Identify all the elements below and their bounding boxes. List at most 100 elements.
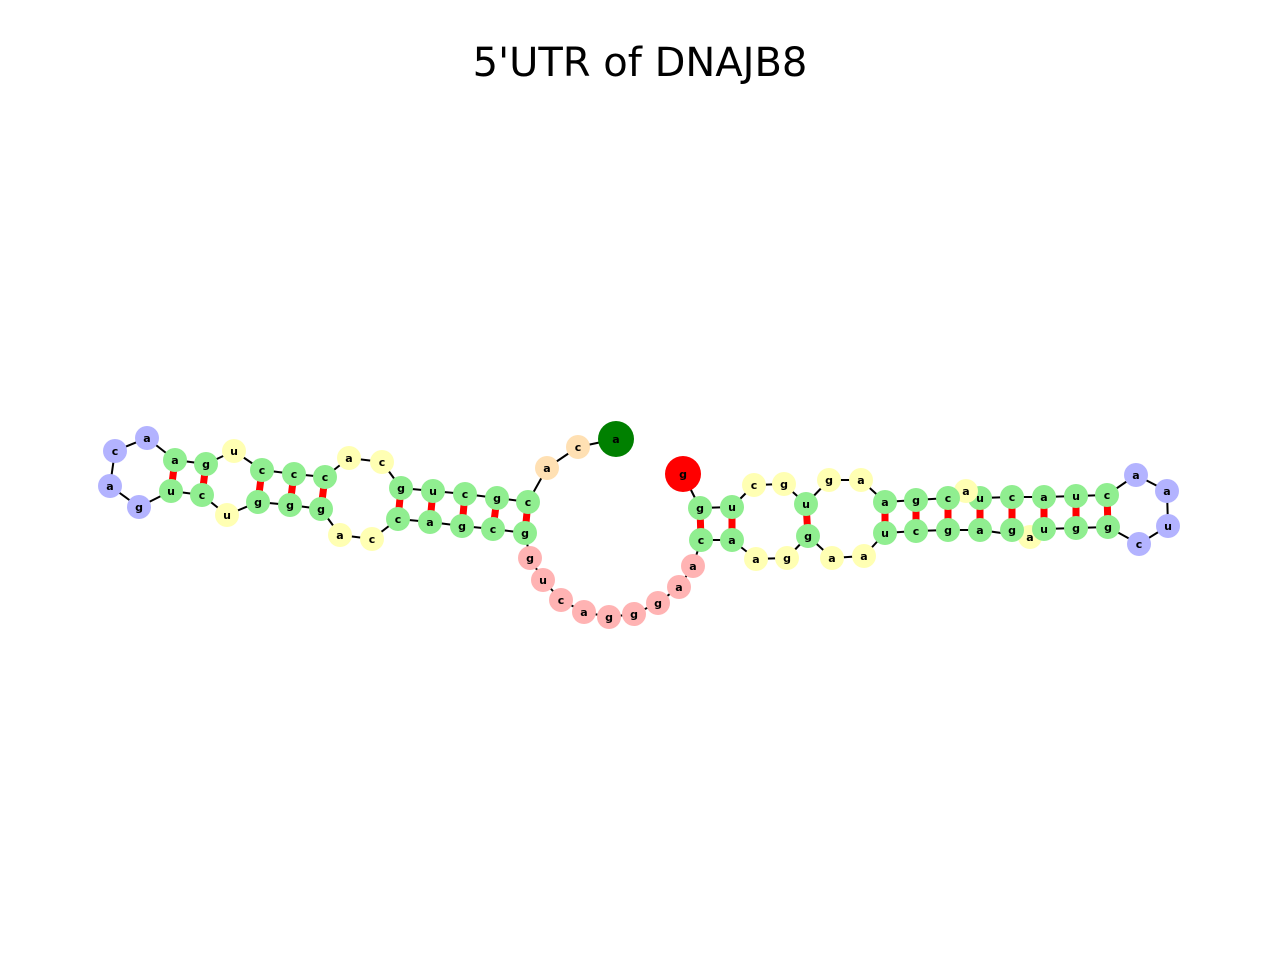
nucleotide-stem: c: [190, 483, 214, 507]
nucleotide-interior-loop: a: [849, 468, 873, 492]
nucleotide-label: g: [1008, 524, 1016, 537]
nucleotide-label: c: [1136, 538, 1143, 551]
nucleotide-stem: g: [904, 488, 928, 512]
nucleotide-label: g: [397, 482, 405, 495]
nucleotide-circle: [103, 439, 127, 463]
nucleotide-stem: c: [481, 517, 505, 541]
nucleotide-circle: [597, 605, 621, 629]
nucleotide-stem: g: [936, 518, 960, 542]
nucleotide-external-loop: g: [622, 602, 646, 626]
nucleotide-label: g: [605, 611, 613, 624]
nucleotide-interior-loop: a: [337, 446, 361, 470]
nucleotide-stem: u: [873, 521, 897, 545]
nucleotide-stem: g: [278, 493, 302, 517]
nucleotide-label: c: [259, 464, 266, 477]
nucleotide-circle: [720, 495, 744, 519]
nucleotide-circle: [598, 421, 634, 457]
nucleotide-label: c: [379, 456, 386, 469]
nucleotide-circle: [720, 528, 744, 552]
nucleotide-interior-loop: u: [222, 439, 246, 463]
nucleotide-interior-loop: c: [360, 527, 384, 551]
nucleotide-label: g: [804, 530, 812, 543]
nucleotide-circle: [389, 476, 413, 500]
nucleotide-label: a: [881, 496, 888, 509]
nucleotide-circle: [1155, 479, 1179, 503]
nucleotide-label: a: [336, 529, 343, 542]
nucleotide-label: c: [913, 525, 920, 538]
nucleotide-label: u: [223, 509, 231, 522]
nucleotide-label: g: [254, 496, 262, 509]
nucleotide-circle: [796, 524, 820, 548]
nucleotide-circle: [566, 435, 590, 459]
nucleotide-circle: [194, 452, 218, 476]
nucleotide-circle: [278, 493, 302, 517]
nucleotide-five-prime-flank: c: [566, 435, 590, 459]
nucleotide-stem: a: [873, 490, 897, 514]
nucleotide-interior-loop: g: [775, 546, 799, 570]
nucleotide-label: a: [543, 462, 550, 475]
nucleotide-label: g: [526, 552, 534, 565]
nucleotide-label: c: [291, 468, 298, 481]
nucleotide-label: c: [395, 513, 402, 526]
nucleotide-circle: [481, 517, 505, 541]
nucleotide-label: c: [698, 534, 705, 547]
nucleotide-interior-loop: a: [852, 544, 876, 568]
nucleotide-hairpin-loop: a: [1155, 479, 1179, 503]
nucleotide-stem: g: [485, 486, 509, 510]
nucleotide-label: g: [825, 474, 833, 487]
nucleotide-circle: [742, 473, 766, 497]
nucleotide-stem: c: [386, 507, 410, 531]
nucleotide-stem: c: [1095, 483, 1119, 507]
nucleotide-hairpin-loop: a: [98, 474, 122, 498]
nucleotide-label: g: [679, 468, 687, 481]
nucleotide-external-loop: g: [518, 546, 542, 570]
nucleotide-circle: [1032, 517, 1056, 541]
nucleotide-label: g: [783, 552, 791, 565]
nucleotide-circle: [313, 465, 337, 489]
nucleotide-label: g: [521, 527, 529, 540]
nucleotide-circle: [518, 546, 542, 570]
nucleotide-external-loop: g: [597, 605, 621, 629]
nucleotide-label: g: [780, 478, 788, 491]
nucleotide-label: c: [112, 445, 119, 458]
nucleotide-stem: g: [1000, 518, 1024, 542]
nucleotide-external-loop: a: [572, 600, 596, 624]
nucleotide-circle: [852, 544, 876, 568]
nucleotide-interior-loop: c: [742, 473, 766, 497]
nucleotide-label: u: [429, 485, 437, 498]
nucleotide-circle: [535, 456, 559, 480]
nucleotide-circle: [1096, 515, 1120, 539]
nucleotide-interior-loop: c: [370, 450, 394, 474]
nucleotide-label: u: [230, 445, 238, 458]
nucleotide-circle: [665, 456, 701, 492]
nucleotide-circle: [1156, 514, 1180, 538]
nucleotide-label: a: [1040, 491, 1047, 504]
nucleotide-circle: [98, 474, 122, 498]
diagram-title: 5'UTR of DNAJB8: [472, 40, 808, 86]
nucleotide-stem: g: [194, 452, 218, 476]
nucleotide-circle: [386, 507, 410, 531]
nucleotide-circle: [135, 426, 159, 450]
nucleotide-label: a: [976, 524, 983, 537]
nucleotide-label: c: [462, 488, 469, 501]
nucleotide-label: g: [1104, 521, 1112, 534]
nucleotide-circle: [904, 488, 928, 512]
nucleotide-stem: g: [1064, 516, 1088, 540]
nucleotide-circle: [1000, 485, 1024, 509]
nucleotide-hairpin-loop: a: [135, 426, 159, 450]
nucleotide-stem: c: [453, 482, 477, 506]
nucleotide-circle: [418, 510, 442, 534]
nucleotide-circle: [820, 546, 844, 570]
nucleotide-circle: [1032, 485, 1056, 509]
nucleotide-five-prime-flank: a: [535, 456, 559, 480]
nucleotide-stem: g: [796, 524, 820, 548]
nucleotide-circle: [549, 588, 573, 612]
nucleotide-circle: [337, 446, 361, 470]
nucleotide-label: g: [317, 503, 325, 516]
nucleotide-label: a: [171, 454, 178, 467]
nucleotide-label: u: [539, 574, 547, 587]
nucleotide-external-loop: c: [549, 588, 573, 612]
nucleotide-label: g: [1072, 522, 1080, 535]
nucleotide-stem: g: [309, 497, 333, 521]
